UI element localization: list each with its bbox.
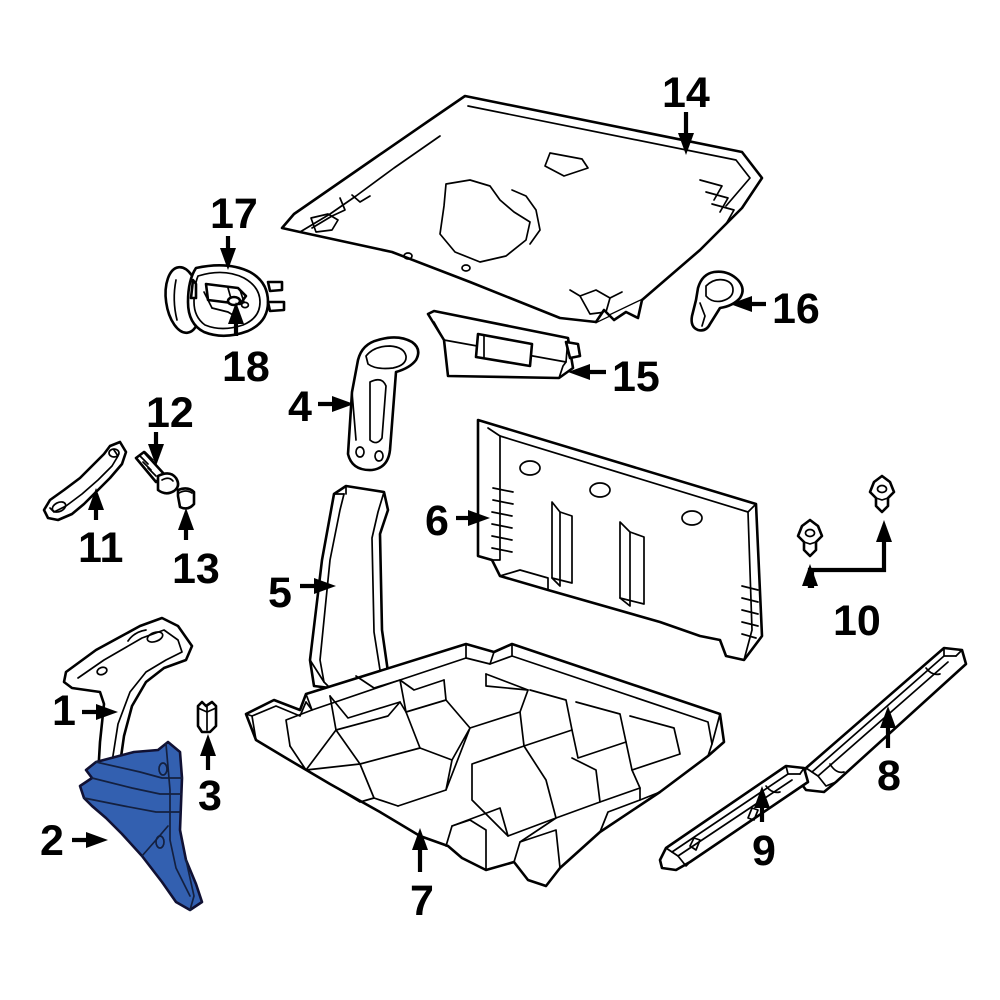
- callout-label-3: 3: [198, 772, 222, 820]
- leader-9: [754, 786, 770, 822]
- callout-label-15: 15: [612, 353, 660, 401]
- callout-label-11: 11: [78, 524, 124, 572]
- part-push-in-fastener-upper: [868, 474, 896, 514]
- leader-11: [88, 488, 104, 520]
- callout-label-4: 4: [288, 383, 312, 431]
- part-push-in-fastener-lower: [796, 518, 824, 558]
- callout-label-7: 7: [410, 877, 434, 925]
- part-b-pillar-trim: [308, 484, 390, 690]
- callout-label-8: 8: [877, 752, 901, 800]
- part-assist-grab-handle: [346, 336, 420, 472]
- callout-label-12: 12: [146, 389, 194, 437]
- leader-15: [568, 364, 606, 380]
- leader-4: [318, 396, 354, 412]
- leader-12: [148, 432, 164, 466]
- leader-16: [730, 296, 766, 312]
- leader-5: [300, 578, 336, 594]
- callout-label-13: 13: [172, 545, 220, 593]
- part-cowl-side-kick-panel-highlighted: [78, 740, 204, 912]
- part-a-pillar-bracket: [62, 616, 194, 792]
- callout-label-6: 6: [425, 497, 449, 545]
- leader-1: [82, 704, 118, 720]
- part-floor-carpet: [244, 642, 726, 888]
- callout-label-10: 10: [833, 597, 881, 645]
- leader-10: [802, 520, 892, 588]
- part-screw-cover-cap: [176, 487, 196, 510]
- leader-8: [880, 706, 896, 748]
- callout-label-17: 17: [210, 190, 258, 238]
- part-retainer-clip: [196, 700, 218, 734]
- callout-label-14: 14: [662, 69, 710, 117]
- leader-7: [412, 828, 428, 872]
- callout-label-1: 1: [52, 687, 76, 735]
- leader-13: [178, 508, 194, 540]
- leader-3: [200, 734, 216, 770]
- callout-label-18: 18: [222, 343, 270, 391]
- part-front-sill-plate: [658, 764, 810, 872]
- leader-2: [72, 832, 108, 848]
- callout-label-5: 5: [268, 569, 292, 617]
- part-sun-visor-hook: [690, 270, 744, 332]
- leader-18: [228, 302, 244, 336]
- part-mounting-screw: [134, 450, 180, 495]
- callout-label-2: 2: [40, 817, 64, 865]
- part-headliner: [280, 94, 764, 324]
- part-dome-lamp-assembly: [164, 263, 286, 338]
- callout-label-9: 9: [752, 827, 776, 875]
- part-grab-handle-bracket: [42, 440, 128, 522]
- part-rear-cab-back-panel: [476, 418, 764, 662]
- callout-label-16: 16: [772, 285, 820, 333]
- leader-6: [456, 510, 490, 526]
- part-sun-visor: [426, 309, 582, 380]
- leader-14: [678, 112, 694, 155]
- leader-17: [220, 236, 236, 270]
